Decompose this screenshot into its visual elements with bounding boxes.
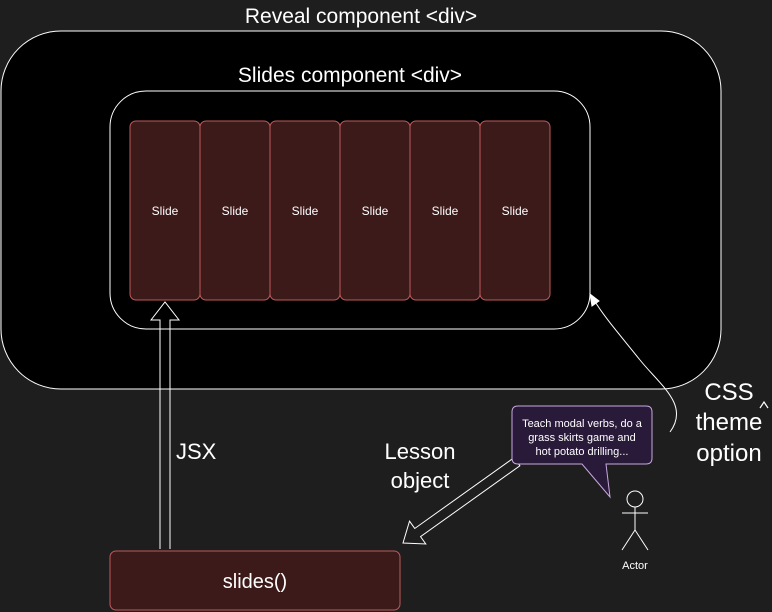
slide-label: Slide	[222, 204, 249, 218]
speech-bubble	[511, 405, 653, 499]
css-theme-label-line2: theme	[696, 409, 763, 436]
slide-6[interactable]: Slide	[479, 120, 551, 301]
css-theme-arrowhead	[589, 292, 600, 307]
caret-icon	[759, 400, 769, 409]
css-theme-arrow	[593, 299, 677, 433]
css-theme-label: CSS	[704, 379, 753, 406]
slide-4[interactable]: Slide	[339, 120, 411, 301]
slide-label: Slide	[502, 204, 529, 218]
jsx-arrow	[149, 301, 181, 549]
actor-icon	[621, 490, 649, 551]
actor-label: Actor	[622, 560, 648, 572]
lesson-object-label: Lesson	[385, 439, 456, 464]
slide-label: Slide	[362, 204, 389, 218]
slide-2[interactable]: Slide	[199, 120, 271, 301]
slide-row: Slide Slide Slide Slide Slide Slide	[129, 120, 551, 301]
slides-function-label: slides()	[223, 571, 287, 593]
slide-label: Slide	[152, 204, 179, 218]
slide-label: Slide	[432, 204, 459, 218]
slide-5[interactable]: Slide	[409, 120, 481, 301]
slide-label: Slide	[292, 204, 319, 218]
jsx-label: JSX	[176, 439, 217, 464]
slide-1[interactable]: Slide	[129, 120, 201, 301]
speech-text-line2: grass skirts game and	[528, 432, 636, 444]
lesson-object-arrow	[402, 456, 521, 545]
speech-text-line3: hot potato drilling...	[536, 446, 629, 458]
slides-component-label: Slides component <div>	[238, 64, 462, 87]
speech-text-line1: Teach modal verbs, do a	[522, 418, 643, 430]
css-theme-label-line3: option	[696, 440, 761, 467]
reveal-component-label: Reveal component <div>	[245, 5, 477, 28]
slide-3[interactable]: Slide	[269, 120, 341, 301]
slides-function-box[interactable]: slides()	[109, 550, 401, 611]
lesson-object-label-line2: object	[391, 468, 450, 493]
